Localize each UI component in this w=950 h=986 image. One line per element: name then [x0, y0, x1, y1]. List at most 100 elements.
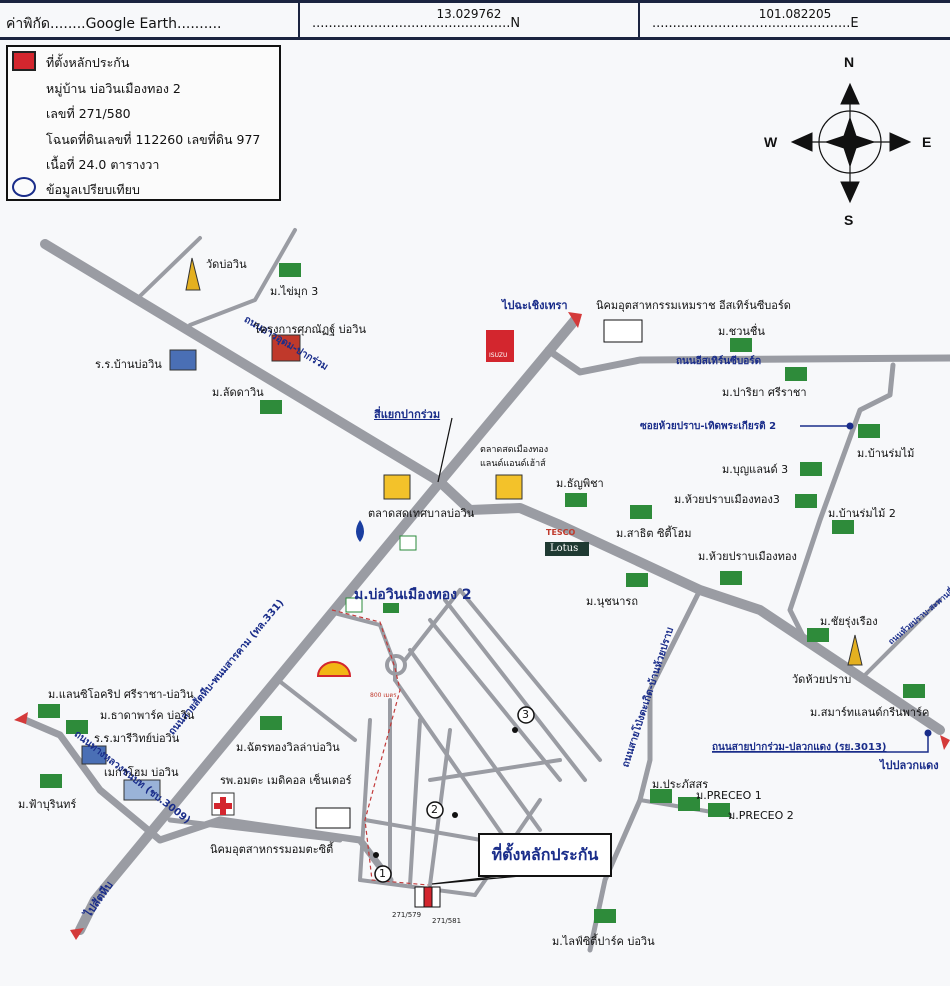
- junction-label: สี่แยกปากร่วม: [374, 408, 441, 421]
- village-icon: [260, 716, 282, 730]
- village-icon: [720, 571, 742, 585]
- marker-2-label[interactable]: 2: [431, 803, 438, 816]
- village-icon: [630, 505, 652, 519]
- seven-eleven-icon: [399, 535, 417, 551]
- factory-icon: [603, 319, 643, 343]
- road-main-diagonal: [40, 239, 945, 735]
- label-market-muangthong: ตลาดสดเมืองทองแลนด์แอนด์เฮ้าส์: [480, 445, 549, 469]
- label-bowin2: ม.บ่อวินเมืองทอง 2: [354, 587, 472, 603]
- road-label-soi: ซอยห้วยปราบ-เทิดพระเกียรติ 2: [640, 421, 777, 432]
- label-market-tessaban: ตลาดสดเทศบาลบ่อวิน: [368, 507, 475, 520]
- coordinate-header: ค่าพิกัด........Google Earth.......... 1…: [0, 0, 950, 40]
- label-chuanchuen: ม.ชวนชื่น: [718, 325, 765, 338]
- label-sathit: ม.สาธิต ซิตี้โฮม: [616, 527, 692, 540]
- label-life: ม.ไลฟ์ซิตี้ปาร์ค บ่อวิน: [552, 935, 655, 948]
- temple-icon: [185, 257, 201, 291]
- village-icon: [708, 803, 730, 817]
- compass-n: N: [844, 54, 855, 70]
- compass-arrow-e: [889, 132, 912, 152]
- callout-pointer: [431, 875, 521, 885]
- compass-e: E: [922, 134, 932, 150]
- label-thada: ม.ธาดาพาร์ค บ่อวิน: [100, 709, 195, 722]
- road-hwy331: [75, 315, 580, 935]
- school-icon: [81, 745, 107, 765]
- rayong3013-pointer: [712, 736, 929, 753]
- compass-arrow-w: [790, 132, 813, 152]
- ptt-icon: [356, 520, 364, 542]
- junction-pointer: [437, 417, 453, 483]
- label-nuch: ม.นุชนารถ: [586, 595, 638, 608]
- apartment-icon: [271, 334, 301, 362]
- village-icon: [40, 774, 62, 788]
- road-3009: [21, 716, 394, 884]
- distance-label: 800 เมตร: [370, 692, 397, 699]
- longitude-suffix: ........................................…: [652, 16, 859, 31]
- label-megahome: เมกาโฮม บ่อวิน: [104, 766, 179, 779]
- marker-3-label[interactable]: 3: [522, 708, 529, 721]
- grid-line: [393, 678, 522, 862]
- label-fa: ม.ฟ้าบุรินทร์: [18, 798, 77, 811]
- label-prapat: ม.ประภัสสร: [652, 778, 709, 791]
- isuzu-icon: [486, 330, 514, 362]
- temple-icon: [847, 634, 863, 666]
- market-icon: [495, 474, 523, 500]
- coordinate-source: ค่าพิกัด........Google Earth..........: [0, 3, 300, 37]
- label-huai3: ม.ห้วยปราบเมืองทอง3: [674, 493, 780, 506]
- collateral-callout: ที่ตั้งหลักประกัน: [478, 833, 612, 877]
- market-icon: [383, 474, 411, 500]
- label-thanpicha: ม.ธัญพิชา: [556, 477, 604, 490]
- road-chat: [276, 678, 357, 742]
- seven-eleven-icon: [345, 597, 363, 613]
- label-banrom2: ม.บ้านร่มไม้ 2: [828, 507, 896, 520]
- road-huai-right: [858, 598, 942, 682]
- latitude-cell: 13.029762 ..............................…: [300, 3, 640, 37]
- legend-area: เนื้อที่ 24.0 ตารางวา: [46, 157, 160, 172]
- marker-1-label[interactable]: 1: [379, 867, 386, 880]
- label-landscrip: ม.แลนซิโอคริป ศรีราชา-บ่อวิน: [48, 688, 194, 701]
- marker-2-circle: [426, 801, 444, 819]
- road-label-eastern: ถนนอีสเทิร์นซีบอร์ด: [676, 356, 762, 367]
- arrow-to-sattahip: [70, 928, 84, 940]
- road-north-1: [136, 236, 202, 300]
- legend-village: หมู่บ้าน บ่อวินเมืองทอง 2: [46, 81, 181, 96]
- plot-left-label: 271/579: [392, 911, 422, 919]
- label-mary: ร.ร.มารีวิทย์บ่อวิน: [94, 732, 180, 745]
- isuzu-label: ISUZU: [489, 352, 508, 359]
- legend-house-no: เลขที่ 271/580: [46, 106, 131, 121]
- factory-icon: [315, 807, 351, 829]
- tesco-lotus-icon: [545, 542, 589, 556]
- label-boonland: ม.บุญแลนด์ 3: [722, 463, 789, 476]
- lotus-label-text: Lotus: [550, 543, 579, 554]
- rayong3013-dot: [924, 729, 932, 737]
- village-icon: [678, 797, 700, 811]
- marker-2-dot: [452, 812, 458, 818]
- hospital-cross: [214, 797, 232, 815]
- map-legend: ที่ตั้งหลักประกัน หมู่บ้าน บ่อวินเมืองทอ…: [6, 45, 281, 201]
- label-ladda: ม.ลัดดาวิน: [212, 386, 264, 399]
- label-wat-huai: วัดห้วยปราบ: [792, 673, 852, 686]
- village-icon: [800, 462, 822, 476]
- direction-pluak: ไปปลวกแดง: [880, 759, 939, 772]
- latitude-suffix: ........................................…: [312, 16, 521, 31]
- grid-line: [408, 718, 422, 887]
- tesco-label: TESCO: [546, 528, 576, 537]
- longitude-cell: 101.082205 .............................…: [640, 3, 950, 37]
- grid-line: [428, 618, 562, 782]
- village-icon: [383, 603, 399, 613]
- coord-label: ค่าพิกัด........Google Earth..........: [6, 16, 222, 32]
- latitude-value: 13.029762: [436, 7, 502, 21]
- marker-1-circle: [374, 865, 392, 883]
- soi-dot: [846, 422, 854, 430]
- grid-line: [428, 758, 562, 782]
- label-hospital: รพ.อมตะ เมดิคอล เซ็นเตอร์: [220, 774, 352, 787]
- subject-swatch: [12, 51, 36, 71]
- legend-title: ที่ตั้งหลักประกัน: [46, 55, 130, 70]
- road-north-2: [188, 228, 297, 327]
- icons: [81, 257, 863, 829]
- arrow-to-pluak: [940, 735, 950, 750]
- arrow-west: [14, 712, 28, 724]
- direction-cherng: ไปฉะเชิงเทรา: [502, 299, 568, 312]
- village-icon: [260, 400, 282, 414]
- label-school-bowin: ร.ร.บ้านบ่อวิน: [95, 358, 162, 371]
